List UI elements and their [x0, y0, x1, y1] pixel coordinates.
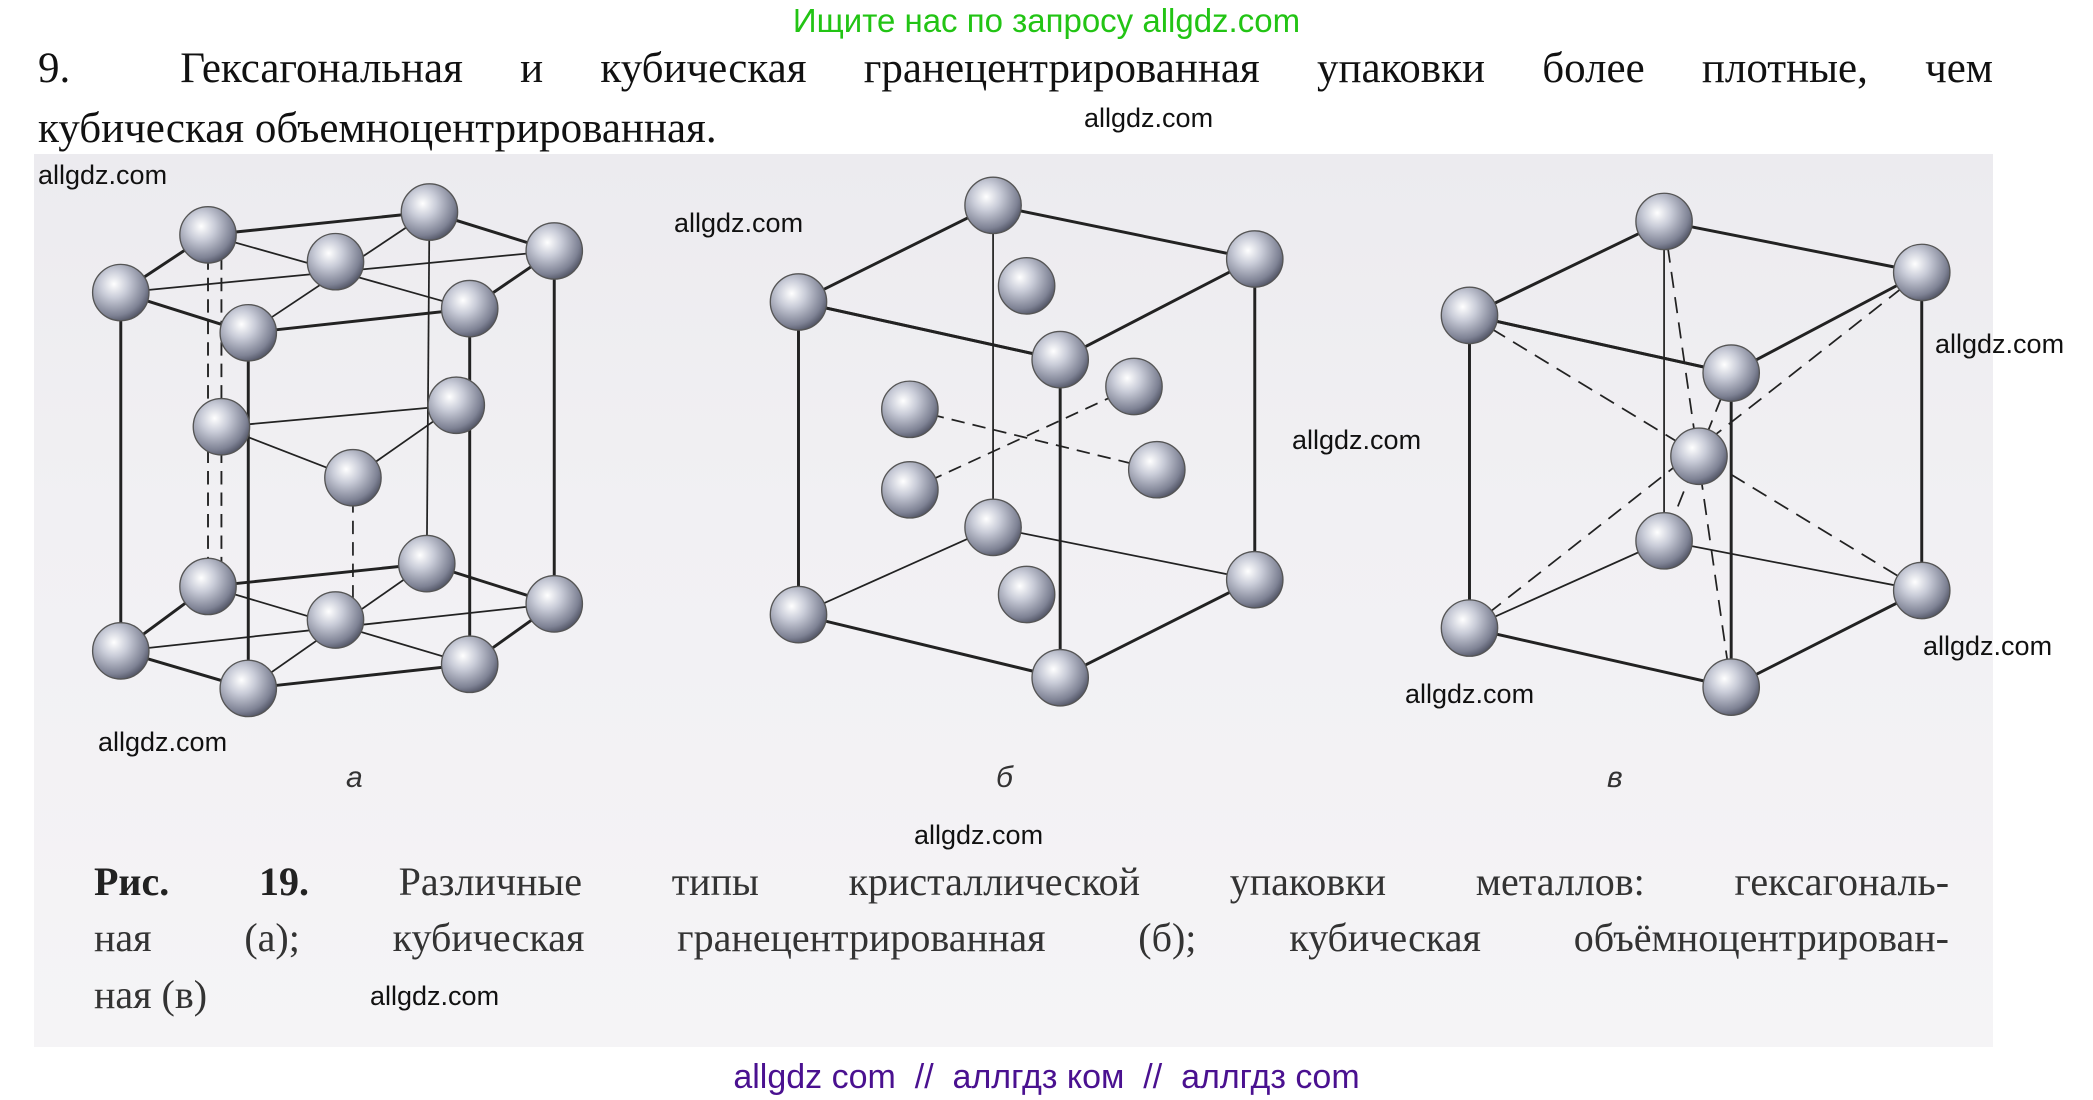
header-banner: Ищите нас по запросу allgdz.com [792, 2, 1301, 39]
watermark: allgdz.com [98, 727, 228, 757]
caption-line-2: ная (а); кубическая гранецентрированная … [94, 915, 1949, 960]
footer-watermark: allgdz com // аллгдз ком // аллгдз com [733, 1058, 1360, 1096]
watermark: allgdz.com [674, 208, 804, 238]
watermark: allgdz.com [370, 981, 500, 1011]
answer-line-2: кубическая объемноцентрированная. [38, 105, 717, 152]
caption-line-1: Рис. 19. Различные типы кристаллической … [94, 858, 1949, 905]
atom-spheres [91, 176, 1951, 718]
watermark: allgdz.com [1084, 103, 1214, 133]
watermark: allgdz.com [38, 160, 168, 190]
panel-label-v: в [1607, 761, 1623, 794]
caption-text-1: Различные типы кристаллической упаковки … [398, 859, 1950, 904]
watermark: allgdz.com [1923, 631, 2053, 661]
panel-label-b: б [996, 761, 1014, 794]
watermark: allgdz.com [1292, 425, 1422, 455]
caption-line-3: ная (в) [94, 972, 208, 1017]
watermark: allgdz.com [1935, 329, 2065, 359]
watermark: allgdz.com [914, 820, 1044, 850]
answer-text-1: Гексагональная и кубическая гранецентрир… [180, 45, 1993, 92]
answer-number: 9. [38, 45, 71, 92]
panel-label-a: а [346, 761, 363, 794]
answer-line-1: 9. Гексагональная и кубическая гранецентр… [38, 44, 1993, 93]
watermark: allgdz.com [1405, 679, 1535, 709]
caption-prefix: Рис. 19. [94, 859, 309, 904]
